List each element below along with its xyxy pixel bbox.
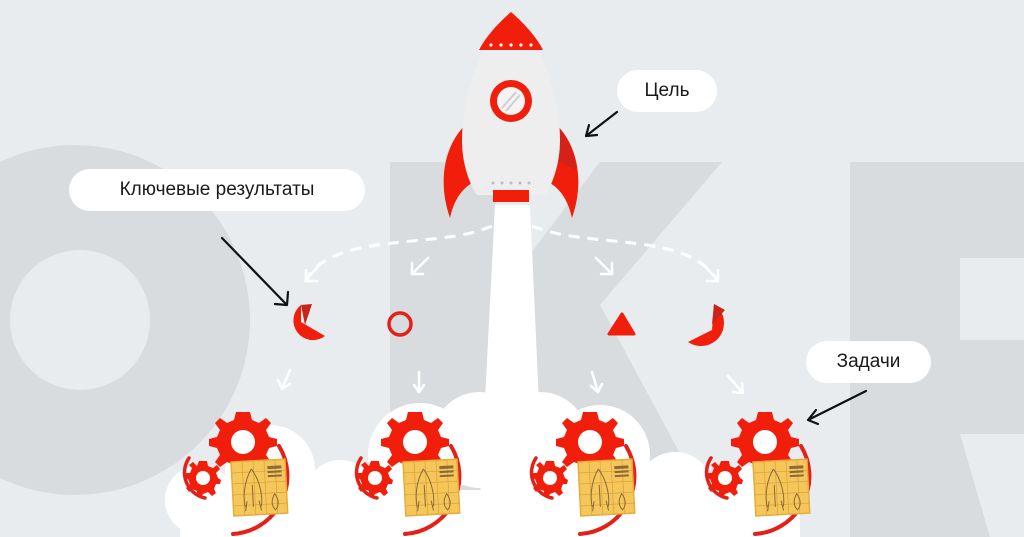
- goal-arrow-icon: [584, 110, 619, 138]
- tasks-label: Задачи: [806, 341, 931, 383]
- tasks-arrow-icon: [806, 389, 868, 426]
- key-result-shapes: [293, 304, 725, 347]
- key-results-arrow-icon: [220, 236, 290, 307]
- flow-arrows: [276, 256, 745, 395]
- annotation-arrows: [220, 110, 868, 426]
- key-results-label: Ключевые результаты: [69, 169, 365, 211]
- rocket: [443, 12, 579, 218]
- goal-label: Цель: [617, 70, 717, 112]
